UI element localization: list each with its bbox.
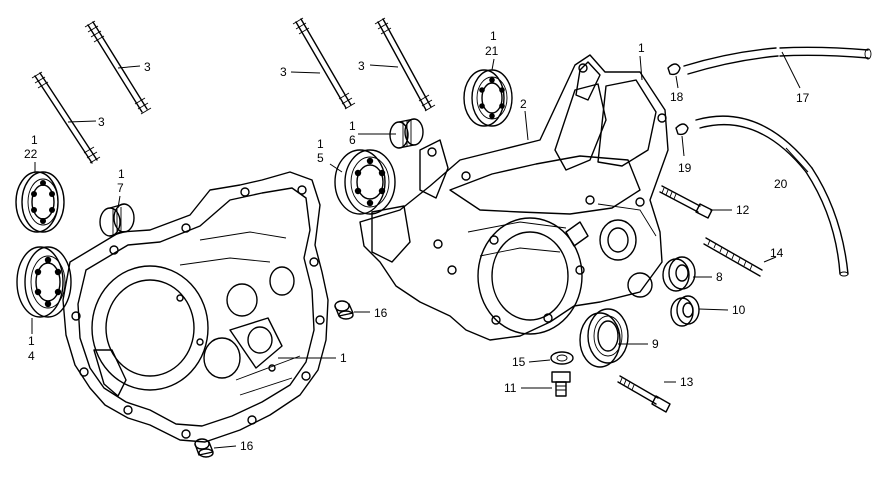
- needle-bearing-6: [389, 118, 424, 149]
- callout-7: 7: [117, 181, 124, 195]
- leader-lines: [31, 51, 809, 449]
- callout-18: 18: [670, 90, 684, 104]
- callout-21: 21: [485, 44, 499, 58]
- bearing-21: [463, 69, 513, 127]
- oil-seal-10: [670, 295, 700, 327]
- callout-3-center-left: 3: [280, 65, 287, 79]
- callout-12: 12: [736, 203, 750, 217]
- callout-16-lower: 16: [240, 439, 254, 453]
- callout-19: 19: [678, 161, 692, 175]
- dowel-pin-16-upper: [334, 300, 354, 320]
- callout-3-center-right: 3: [358, 59, 365, 73]
- callout-1-right-crankcase: 1: [638, 41, 645, 55]
- callout-14: 14: [770, 246, 784, 260]
- clip-19: [675, 123, 689, 136]
- callout-17: 17: [796, 91, 810, 105]
- callout-1-above-21: 1: [490, 29, 497, 43]
- stud-bolt-3-center-right: [374, 17, 436, 112]
- callout-20: 20: [774, 177, 788, 191]
- callout-3-left-bottom: 3: [98, 115, 105, 129]
- callout-6: 6: [349, 133, 356, 147]
- stud-bolt-3-center-left: [292, 17, 356, 110]
- callout-9: 9: [652, 337, 659, 351]
- bolt-12: [659, 185, 713, 219]
- bolt-14: [703, 237, 763, 277]
- bearing-5: [334, 149, 396, 215]
- dowel-pin-16-lower: [194, 438, 214, 458]
- tube-17: [683, 46, 872, 75]
- callout-1-above-4: 1: [28, 334, 35, 348]
- stud-bolt-3-left-top: [84, 20, 152, 115]
- callout-16-upper: 16: [374, 306, 388, 320]
- callout-13: 13: [680, 375, 694, 389]
- callout-1-left-crankcase: 1: [340, 351, 347, 365]
- callout-15: 15: [512, 355, 526, 369]
- callout-labels: 3 3 3 3 1 22 1 7 1 4 1 5 1 6 1 21 1 2 1 …: [24, 29, 810, 453]
- oil-seal-8: [662, 256, 696, 292]
- clip-18: [667, 63, 681, 76]
- bolt-13: [617, 375, 671, 413]
- callout-1-above-5: 1: [317, 137, 324, 151]
- callout-22: 22: [24, 147, 38, 161]
- left-crankcase-half: [62, 171, 329, 443]
- drain-bolt-11: [551, 371, 571, 397]
- stud-bolt-3-left-bottom: [31, 71, 101, 164]
- bearing-22: [15, 171, 65, 233]
- callout-3-left-top: 3: [144, 60, 151, 74]
- callout-11: 11: [504, 381, 517, 395]
- callout-1-above-6: 1: [349, 119, 356, 133]
- callout-1-above-7: 1: [118, 167, 125, 181]
- right-crankcase-half: [359, 54, 669, 341]
- callout-8: 8: [716, 270, 723, 284]
- callout-10: 10: [732, 303, 746, 317]
- callout-2: 2: [520, 97, 527, 111]
- washer-15: [550, 351, 574, 365]
- oil-seal-9: [579, 308, 629, 368]
- callout-1-above-22: 1: [31, 133, 38, 147]
- bearing-4: [16, 246, 72, 318]
- callout-4: 4: [28, 349, 35, 363]
- tube-20: [695, 115, 849, 277]
- callout-5: 5: [317, 151, 324, 165]
